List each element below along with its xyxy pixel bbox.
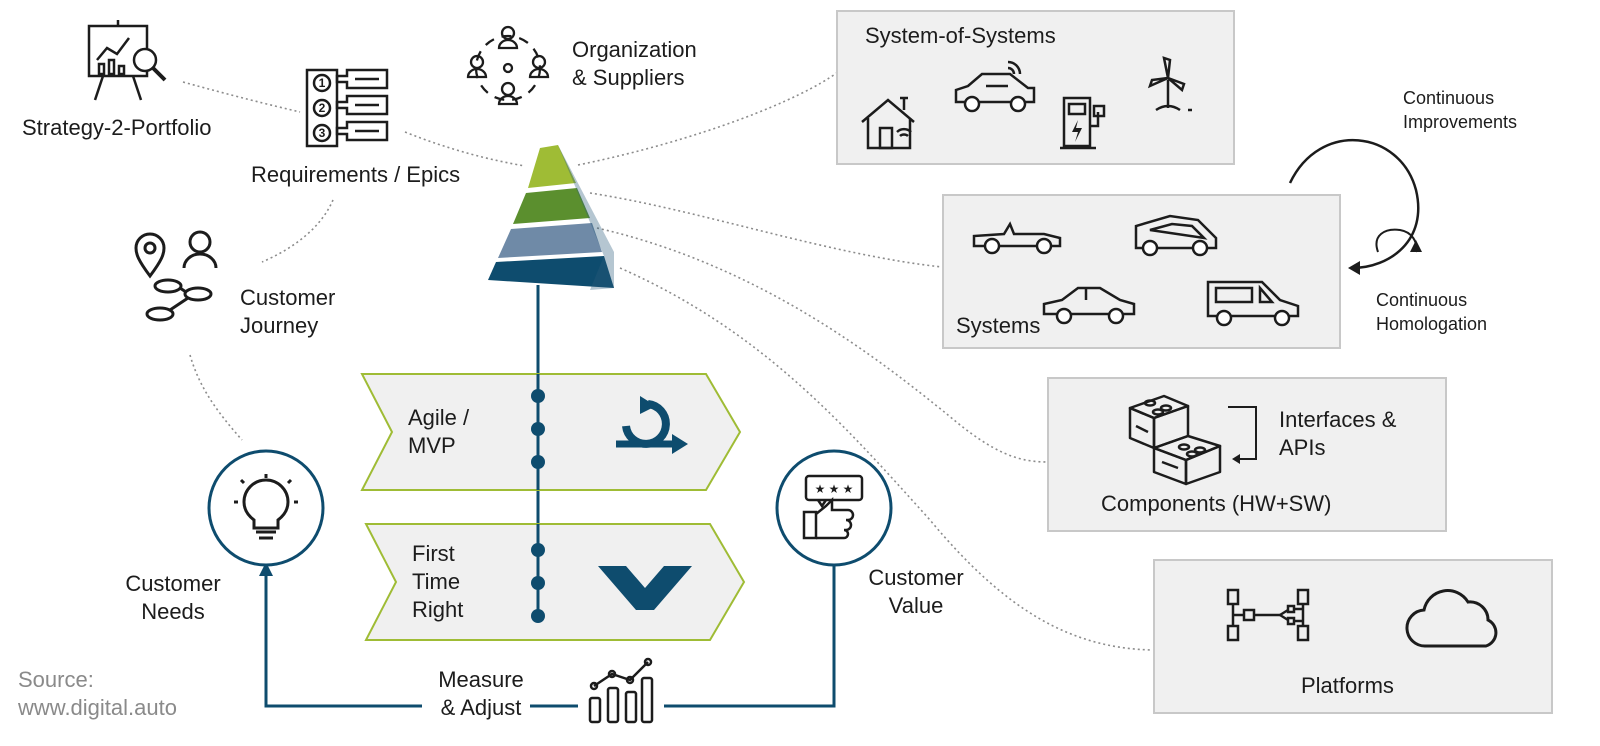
components-box (1047, 377, 1447, 532)
connector-systems (589, 192, 943, 268)
pyramid-tier-1 (528, 145, 576, 188)
connected-car-icon (954, 60, 1036, 113)
sedan-car-icon (1042, 286, 1136, 325)
timeline-dot (531, 455, 545, 469)
svg-text:★: ★ (815, 482, 826, 496)
customer-journey-label: Customer Journey (240, 285, 336, 338)
platforms-title: Platforms (1301, 673, 1394, 698)
svg-text:1: 1 (319, 76, 326, 90)
components-title: Components (HW+SW) (1101, 491, 1332, 516)
timeline-dot (531, 609, 545, 623)
connector-strategy (182, 81, 301, 113)
numbered-list-icon: 1 2 3 (305, 68, 389, 148)
systems-box (942, 194, 1341, 349)
system-of-systems-title: System-of-Systems (865, 23, 1056, 48)
rating-thumbs-up-icon: ★★★ (802, 474, 864, 540)
timeline-dot (531, 576, 545, 590)
continuous-homologation-arc (1375, 228, 1418, 253)
source-label: Source: www.digital.auto (18, 667, 177, 720)
connector-sos (577, 71, 839, 166)
measure-adjust-label: Measure & Adjust (438, 667, 524, 720)
continuous-improvement-arc (1288, 138, 1420, 270)
agile-mvp-label: Agile / MVP (408, 405, 470, 458)
continuous-improvements-label: Continuous Improvements (1403, 88, 1518, 132)
interfaces-apis-label: Interfaces & APIs (1279, 407, 1397, 460)
building-blocks-icon (1128, 394, 1222, 486)
timeline-dot (531, 389, 545, 403)
svg-text:★: ★ (829, 482, 840, 496)
customer-journey-icon (134, 230, 218, 322)
customer-needs-label: Customer Needs (125, 571, 221, 624)
first-time-right-label: First Time Right (412, 541, 464, 622)
svg-text:★: ★ (843, 482, 854, 496)
interface-bracket-arrow-icon (1228, 406, 1257, 464)
convertible-car-icon (972, 221, 1062, 255)
v-check-icon (598, 566, 692, 610)
connector-platforms (619, 267, 1153, 651)
agile-cycle-icon (616, 396, 688, 454)
systems-title: Systems (956, 313, 1041, 338)
connector-requirements (404, 131, 526, 167)
pyramid-side (558, 145, 614, 290)
timeline-dot (531, 543, 545, 557)
ftr-chevron (364, 523, 746, 641)
pyramid-tier-4 (488, 256, 614, 288)
chassis-platform-icon (1226, 588, 1310, 642)
customer-value-label: Customer Value (868, 565, 964, 618)
pyramid (488, 145, 614, 290)
cloud-icon (1405, 589, 1498, 648)
connector-journey (261, 199, 334, 263)
bar-chart-trend-icon (588, 657, 654, 724)
suv-car-icon (1134, 214, 1218, 257)
platforms-box (1153, 559, 1553, 714)
wind-turbine-icon (1147, 56, 1192, 112)
strategy-label: Strategy-2-Portfolio (22, 115, 212, 140)
lightbulb-icon (234, 474, 298, 540)
van-icon (1206, 280, 1300, 327)
timeline-dot (531, 422, 545, 436)
pyramid-tier-3 (498, 223, 602, 258)
connector-needs (189, 354, 243, 441)
presentation-chart-icon (87, 20, 167, 101)
feedback-left-line (264, 575, 422, 708)
customer-needs-circle (207, 449, 325, 567)
charging-station-icon (1060, 96, 1106, 150)
team-network-icon (466, 25, 550, 106)
pyramid-tier-2 (513, 188, 590, 224)
continuous-homologation-label: Continuous Homologation (1376, 290, 1488, 334)
svg-text:2: 2 (319, 101, 326, 115)
smart-home-icon (861, 96, 915, 150)
requirements-label: Requirements / Epics (251, 162, 461, 187)
feedback-right-line (664, 566, 836, 708)
feedback-arrow-head (259, 562, 273, 576)
svg-text:3: 3 (319, 126, 326, 140)
organization-label: Organization & Suppliers (572, 37, 697, 90)
